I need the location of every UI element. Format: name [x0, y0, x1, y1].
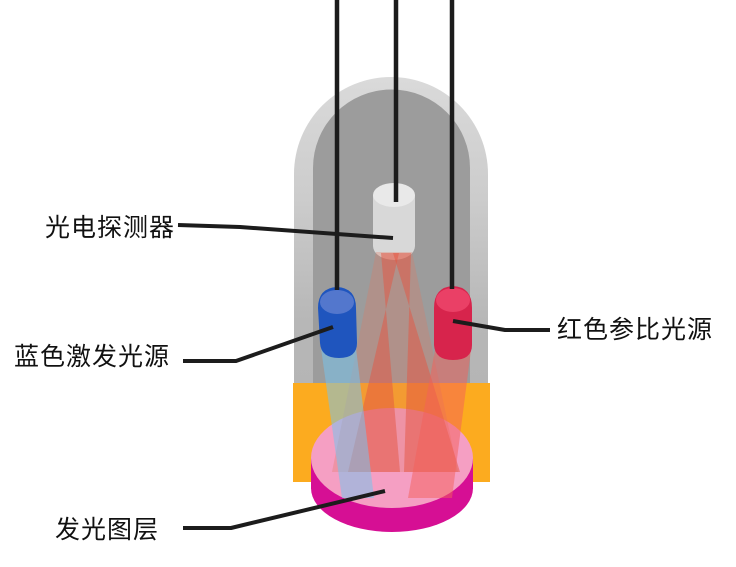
blue-led-dome — [320, 290, 354, 314]
leader-luminescent-layer — [183, 489, 386, 530]
label-photodetector: 光电探测器 — [45, 214, 175, 242]
red-led-dome — [436, 288, 470, 312]
blue-excitation-beam — [321, 348, 374, 498]
label-luminescent-layer: 发光图层 — [55, 516, 159, 544]
label-red-source: 红色参比光源 — [557, 316, 713, 344]
leader-blue-source — [183, 325, 334, 363]
label-blue-source: 蓝色激发光源 — [14, 343, 170, 371]
leader-lines — [177, 223, 550, 530]
lead-wires — [334, 0, 455, 290]
leader-red-source — [452, 319, 550, 332]
blue-led — [318, 287, 357, 358]
photodetector-body — [373, 195, 415, 260]
red-reference-beam — [408, 350, 471, 498]
light-beams — [321, 252, 471, 498]
leader-photodetector — [177, 223, 394, 240]
